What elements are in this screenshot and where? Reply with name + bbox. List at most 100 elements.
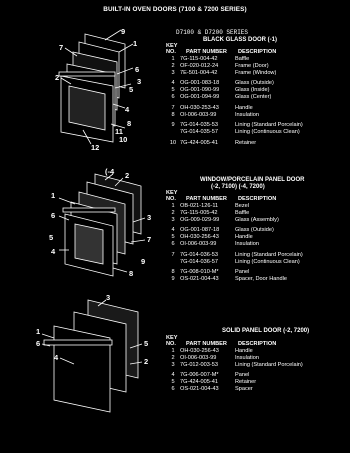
exploded-diagram-window-panel: (-4 2 1 6 5 3 7 4 9 8 — [49, 168, 151, 278]
callout: 5 — [129, 85, 133, 94]
part-number-cell: 7G-424-005-41 — [180, 139, 218, 146]
description-cell: Glass (Center) — [235, 93, 272, 100]
description-header: DESCRIPTION — [238, 49, 277, 55]
leader-line — [58, 215, 70, 221]
part-number-cell: 7G-014-035-57 — [180, 129, 218, 136]
part-number-cell: 7G-115-005-42 — [180, 209, 218, 216]
diagram-window — [68, 85, 106, 131]
key-no-cell: 10 — [169, 139, 177, 146]
callout: 6 — [51, 211, 55, 220]
leader-line — [116, 67, 134, 75]
part-number-cell: OG-001-090-99 — [180, 87, 220, 94]
description-cell: Bezel — [235, 203, 249, 209]
part-number-cell: 7G-424-005-41 — [180, 379, 218, 386]
callout: 5 — [144, 339, 148, 348]
leader-line — [64, 47, 78, 57]
description-cell: Handle — [235, 234, 253, 241]
leader-line — [112, 267, 128, 273]
leader-line — [114, 177, 124, 187]
description-cell: Lining (Continuous Clean) — [235, 258, 300, 265]
diagram-handle — [58, 71, 116, 77]
diagram-handle — [43, 339, 113, 346]
description-cell: Retainer — [235, 139, 257, 146]
callout: 9 — [121, 27, 125, 36]
key-no-cell: 3 — [171, 69, 175, 76]
key-no-cell — [166, 259, 180, 266]
key-no-cell: 7 — [171, 251, 175, 258]
key-no-cell: 1 — [171, 56, 175, 62]
description-cell: Frame (Window) — [235, 69, 277, 76]
exploded-diagram-black-glass: 9 1 6 3 5 7 2 4 8 11 10 12 — [55, 27, 141, 151]
callout: 11 — [115, 127, 123, 136]
part-number-cell: 7G-012-003-53 — [180, 361, 218, 368]
part-number-cell: OG-001-094-99 — [180, 93, 220, 100]
leader-line — [97, 299, 107, 307]
leader-line — [60, 77, 72, 85]
leader-line — [104, 29, 122, 41]
key-no-header: KEY NO. — [166, 335, 178, 347]
door-title-solid-panel: SOLID PANEL DOOR (-2, 7200) — [222, 328, 310, 334]
callout: 3 — [137, 77, 141, 86]
part-number-cell: 7E-501-004-42 — [180, 69, 218, 76]
leader-line — [58, 197, 76, 205]
leader-line — [104, 173, 114, 181]
part-number-cell: 7G-006-007-M* — [180, 372, 219, 379]
key-no-cell: 7 — [171, 104, 175, 111]
no-label: NO. — [166, 196, 176, 203]
leader-line — [129, 361, 143, 365]
part-number-cell: OB-021-126-11 — [180, 203, 219, 209]
description-cell: Glass (Inside) — [235, 87, 270, 94]
description-cell: Lining (Standard Porcelain) — [235, 251, 303, 258]
key-no-cell: 5 — [171, 379, 175, 386]
description-cell: Spacer, Door Handle — [235, 276, 287, 283]
table-row: 3 7E-501-004-42 Frame (Window) — [166, 70, 303, 77]
page-title: BUILT-IN OVEN DOORS (7100 & 7200 SERIES) — [103, 6, 247, 13]
leader-line — [112, 103, 126, 109]
diagram-handle — [62, 207, 116, 213]
part-number-cell: OS-021-004-43 — [180, 385, 219, 392]
callout: 7 — [59, 43, 63, 52]
key-no-cell: 4 — [171, 80, 175, 87]
leader-line — [110, 123, 126, 129]
key-no-cell: 6 — [171, 385, 175, 392]
callout: 9 — [141, 257, 145, 266]
key-no-cell: 1 — [171, 348, 175, 354]
callout: 10 — [119, 135, 127, 144]
description-cell: Insulation — [235, 354, 259, 361]
callout: 1 — [36, 327, 40, 336]
leader-line — [129, 343, 143, 349]
description-header: DESCRIPTION — [238, 196, 277, 202]
part-number-cell: OG-001-087-18 — [180, 227, 220, 234]
no-label: NO. — [166, 341, 176, 348]
series-label: D7100 & D7200 SERIES — [176, 29, 249, 36]
no-label: NO. — [166, 49, 176, 56]
description-cell: Handle — [235, 104, 253, 111]
part-number-cell: 7G-014-035-53 — [180, 122, 218, 129]
leader-line — [82, 129, 92, 145]
description-cell: Lining (Continuous Clean) — [235, 129, 300, 136]
description-cell: Insulation — [235, 240, 259, 247]
key-no-header: KEY NO. — [166, 43, 178, 55]
diagram-panel — [53, 325, 111, 413]
key-no-cell: 1 — [171, 203, 175, 209]
part-number-cell: OS-021-004-43 — [180, 276, 219, 283]
callout: 2 — [125, 171, 129, 180]
description-cell: Baffle — [235, 209, 250, 216]
leader-line — [132, 217, 146, 223]
part-number-cell: 7G-008-010-M* — [180, 269, 219, 276]
callout: 7 — [147, 235, 151, 244]
callout: 2 — [55, 73, 59, 82]
